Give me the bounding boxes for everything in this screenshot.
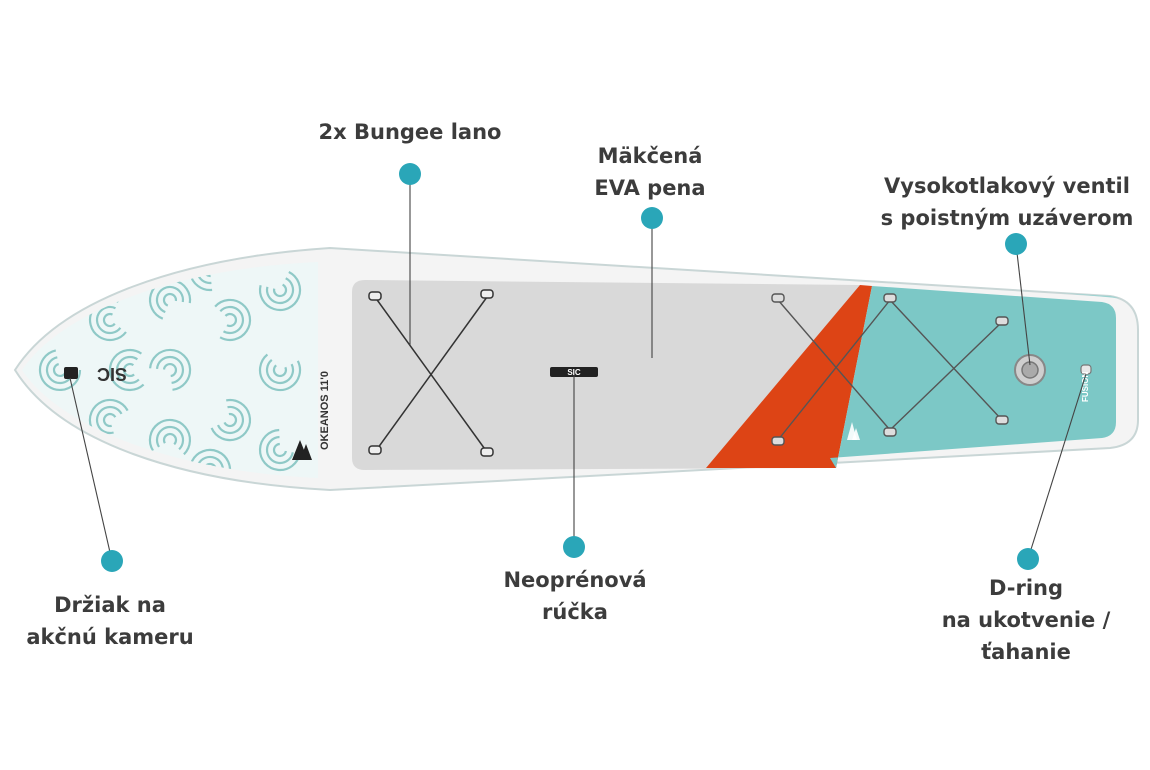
swirl-ornament bbox=[102, 312, 116, 328]
label-line: Neoprénová bbox=[503, 568, 647, 592]
swirl-ornament bbox=[122, 362, 135, 378]
label-line: na ukotvenie / bbox=[941, 608, 1111, 632]
model-logo: OKEANOS 11'0 bbox=[292, 371, 331, 460]
label-line: rúčka bbox=[542, 600, 608, 624]
label-line: Držiak na bbox=[54, 593, 166, 617]
swirl-ornament bbox=[95, 305, 122, 335]
label-line: Mäkčená bbox=[597, 144, 703, 168]
swirl-ornament bbox=[272, 364, 287, 378]
dot-camera bbox=[101, 550, 123, 572]
tail-deck bbox=[830, 286, 1116, 468]
label-line: s poistným uzáverom bbox=[880, 206, 1134, 230]
label-handle: Neoprénová rúčka bbox=[480, 564, 670, 628]
label-line: ťahanie bbox=[981, 640, 1071, 664]
swirl-ornament bbox=[258, 353, 302, 392]
swirl-ornament bbox=[210, 398, 252, 442]
swirl-ornament bbox=[162, 292, 178, 307]
callout-dots bbox=[101, 163, 1039, 572]
label-line: EVA pena bbox=[594, 176, 706, 200]
swirl-ornament bbox=[162, 432, 178, 446]
dot-dring bbox=[1017, 548, 1039, 570]
swirl-ornament bbox=[272, 442, 287, 458]
dot-valve bbox=[1005, 233, 1027, 255]
model-name: OKEANOS 11'0 bbox=[319, 371, 331, 450]
deck-pad bbox=[352, 280, 860, 470]
swirl-ornament bbox=[272, 283, 288, 298]
swirl-ornament bbox=[224, 312, 238, 328]
label-line: Vysokotlakový ventil bbox=[884, 174, 1130, 198]
swirl-ornament bbox=[155, 425, 185, 451]
label-line: 2x Bungee lano bbox=[318, 120, 502, 144]
label-eva: Mäkčená EVA pena bbox=[560, 140, 740, 204]
swirl-ornament bbox=[148, 418, 191, 456]
swirl-ornament bbox=[216, 405, 245, 435]
swirl-ornament bbox=[102, 412, 117, 428]
label-dring: D-ring na ukotvenie / ťahanie bbox=[920, 572, 1132, 668]
dot-eva bbox=[641, 207, 663, 229]
label-bungee: 2x Bungee lano bbox=[300, 116, 520, 148]
swirl-ornament bbox=[188, 262, 231, 292]
swirl-ornament bbox=[219, 305, 245, 335]
swirl-ornament bbox=[162, 362, 178, 378]
swirl-ornament bbox=[155, 285, 185, 314]
swirl-ornament bbox=[38, 349, 82, 392]
label-line: D-ring bbox=[988, 576, 1064, 600]
camera-mount bbox=[64, 367, 78, 379]
nose-pattern bbox=[22, 262, 318, 478]
orange-stripe bbox=[706, 285, 872, 468]
board: SIC SIC OKEANOS 11'0 FUSION bbox=[13, 246, 1139, 492]
swirl-ornament bbox=[149, 348, 192, 391]
swirl-ornament bbox=[223, 412, 238, 428]
swirl-ornament bbox=[214, 298, 252, 342]
label-valve: Vysokotlakový ventil s poistným uzáverom bbox=[868, 170, 1146, 234]
swirl-ornament bbox=[265, 359, 295, 385]
dot-handle bbox=[563, 536, 585, 558]
tail-logo bbox=[847, 422, 860, 440]
nose-logo: SIC bbox=[97, 364, 127, 384]
swirl-ornament bbox=[95, 405, 123, 435]
valve bbox=[1014, 354, 1046, 386]
label-line: akčnú kameru bbox=[26, 625, 194, 649]
swirl-ornament bbox=[265, 277, 295, 305]
swirl-ornament bbox=[115, 355, 140, 385]
tail-mark: FUSION bbox=[1081, 372, 1090, 402]
dot-bungee bbox=[399, 163, 421, 185]
swirl-ornament bbox=[265, 435, 294, 465]
swirl-ornament bbox=[258, 428, 301, 472]
handle-logo: SIC bbox=[567, 368, 581, 377]
swirl-ornament bbox=[155, 355, 184, 384]
label-camera: Držiak na akčnú kameru bbox=[10, 589, 210, 653]
callout-leaders bbox=[69, 174, 1087, 562]
swirl-ornament bbox=[258, 271, 302, 312]
carry-handle: SIC bbox=[550, 367, 598, 377]
swirl-ornament bbox=[108, 348, 145, 392]
bungee-front bbox=[368, 289, 494, 457]
bungee-rear bbox=[771, 293, 1009, 446]
